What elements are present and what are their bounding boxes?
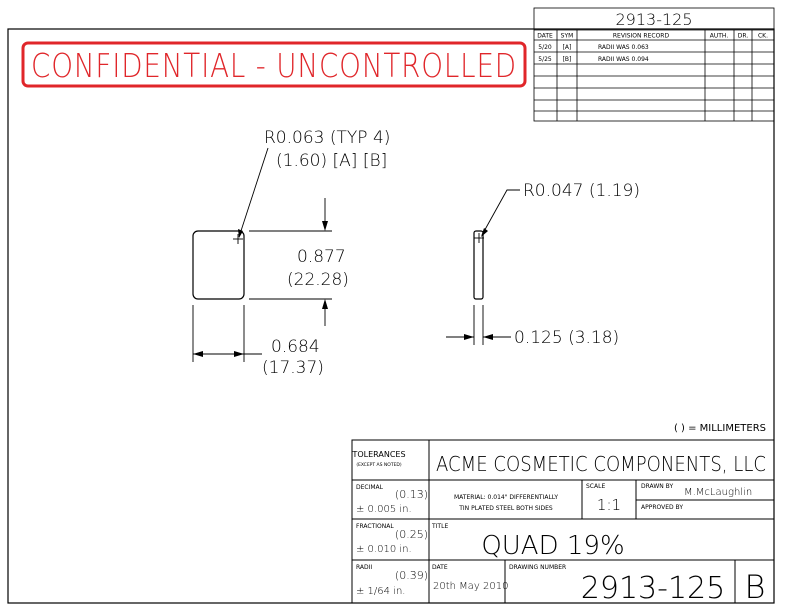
scale-label: SCALE <box>586 483 605 490</box>
radius-main-label: R0.063 (TYP 4) <box>264 128 390 148</box>
side-view <box>446 189 520 345</box>
drawing-border <box>7 28 775 604</box>
stamp-frame <box>21 41 527 88</box>
drawing-number: 2913-125 <box>581 571 725 606</box>
height-mm-label: (22.28) <box>287 270 349 290</box>
side-outline <box>473 230 484 300</box>
decimal-mm: (0.13) <box>395 488 428 501</box>
material-line-1: MATERIAL: 0.014" DIFFERENTIALLY <box>454 494 558 501</box>
tolerances-label: TOLERANCES <box>351 450 405 459</box>
radius-leader-line <box>238 147 269 238</box>
decimal-tolerance: ± 0.005 in. <box>356 504 412 515</box>
revision-block-number: 2913-125 <box>615 10 692 29</box>
height-inch-label: 0.877 <box>297 247 346 267</box>
part-outline <box>192 230 245 300</box>
approved-by-label: APPROVED BY <box>641 504 683 511</box>
date-value: 20th May 2010 <box>433 581 508 592</box>
except-note: (EXCEPT AS NOTED) <box>356 462 402 468</box>
rev-row-desc: RADII WAS 0.094 <box>598 56 649 63</box>
drawing-title: QUAD 19% <box>481 531 624 561</box>
width-inch-label: 0.684 <box>271 337 320 357</box>
rev-row-date: 5/20 <box>538 44 552 51</box>
radii-tolerance: ± 1/64 in. <box>356 586 406 597</box>
fractional-tolerance: ± 0.010 in. <box>356 544 412 555</box>
fractional-label: FRACTIONAL <box>356 523 394 530</box>
date-label: DATE <box>432 564 448 571</box>
material-line-2: TIN PLATED STEEL BOTH SIDES <box>458 505 553 512</box>
radii-mm: (0.39) <box>395 569 428 582</box>
rev-row-date: 5/25 <box>538 56 552 63</box>
company-name: ACME COSMETIC COMPONENTS, LLC <box>436 452 766 476</box>
revision-block <box>533 7 775 122</box>
drawn-by-name: M.McLaughlin <box>684 487 752 498</box>
side-radius-label: R0.047 (1.19) <box>523 181 640 201</box>
rev-row-desc: RADII WAS 0.063 <box>598 44 649 51</box>
side-radius-leader <box>481 189 520 236</box>
front-view <box>192 147 332 362</box>
radii-label: RADII <box>356 564 372 571</box>
rev-header-sym: SYM <box>561 33 574 40</box>
rev-header-record: REVISION RECORD <box>613 33 670 40</box>
scale-value: 1:1 <box>597 496 621 514</box>
radius-main-mm-label: (1.60) [A] [B] <box>276 151 387 171</box>
units-note: ( ) = MILLIMETERS <box>674 423 766 434</box>
rev-header-dr: DR. <box>738 33 749 40</box>
decimal-label: DECIMAL <box>356 484 384 491</box>
rev-header-auth: AUTH. <box>710 33 729 40</box>
revision-letter: B <box>745 568 766 606</box>
drawing-number-label: DRAWING NUMBER <box>509 564 566 571</box>
thickness-label: 0.125 (3.18) <box>514 328 619 348</box>
title-label: TITLE <box>431 523 448 530</box>
rev-header-ck: CK. <box>758 33 768 40</box>
rev-row-sym: [B] <box>563 56 572 63</box>
stamp-text: CONFIDENTIAL - UNCONTROLLED <box>31 46 517 85</box>
width-mm-label: (17.37) <box>262 358 324 378</box>
drawn-by-label: DRAWN BY <box>641 483 673 490</box>
fractional-mm: (0.25) <box>395 528 428 541</box>
title-block <box>351 439 775 604</box>
rev-header-date: DATE <box>537 33 553 40</box>
confidential-stamp: CONFIDENTIAL - UNCONTROLLED <box>21 41 527 88</box>
rev-row-sym: [A] <box>563 44 572 51</box>
